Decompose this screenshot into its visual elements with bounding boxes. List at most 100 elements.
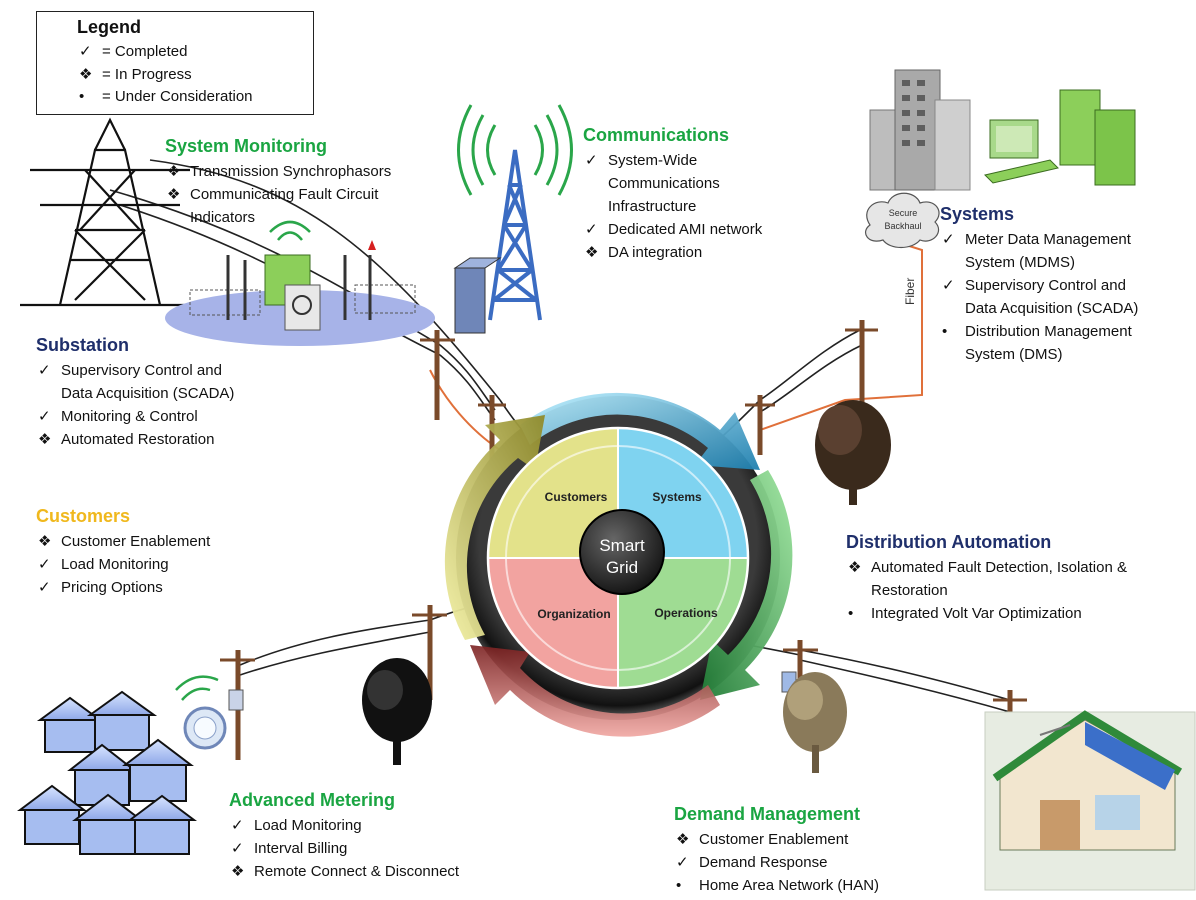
section-title: Distribution Automation xyxy=(846,532,1052,552)
list-item: ✓ Demand Response xyxy=(674,851,879,874)
list-item-text: Communicating Fault Circuit xyxy=(190,186,379,203)
check-icon: ✓ xyxy=(79,43,92,60)
section-system-monitoring: System Monitoring ❖ Transmission Synchroph… xyxy=(165,136,391,229)
check-icon: ✓ xyxy=(38,408,51,425)
diamond-icon: ❖ xyxy=(231,863,245,880)
list-item: ❖ Customer Enablement xyxy=(674,828,879,851)
green-home-icon xyxy=(984,710,1196,891)
section-title: System Monitoring xyxy=(165,136,328,156)
legend-title: Legend xyxy=(77,17,142,37)
legend-item: ✓= Completed xyxy=(77,41,313,64)
list-item-text: Meter Data Management xyxy=(965,231,1131,248)
list-item-text: Distribution Management xyxy=(965,323,1132,340)
list-item: ✓ Dedicated AMI network xyxy=(583,218,762,241)
list-item-text: Infrastructure xyxy=(608,198,697,215)
list-item-text: Home Area Network (HAN) xyxy=(699,877,880,894)
legend-text: = Under Consideration xyxy=(102,88,253,105)
list-item: ✓Pricing Options xyxy=(36,576,210,599)
list-item: ✓ Load Monitoring xyxy=(229,814,459,837)
list-item-text: Monitoring & Control xyxy=(61,408,198,425)
section-title: Substation xyxy=(36,335,129,355)
legend-box: Legend ✓= Completed ❖= In Progress • = Un… xyxy=(36,11,314,115)
list-item-text: Remote Connect & Disconnect xyxy=(254,863,460,880)
list-item-text: System-Wide xyxy=(608,152,698,169)
section-title: Customers xyxy=(36,506,131,526)
list-item-text: Integrated Volt Var Optimization xyxy=(871,605,1082,622)
quadrant-label-operations: Operations xyxy=(654,606,718,620)
tree-icon xyxy=(815,400,891,505)
section-title: Systems xyxy=(940,204,1015,224)
communications-tower-icon xyxy=(453,104,573,334)
quadrant-label-organization: Organization xyxy=(537,607,610,621)
list-item: ❖ Automated Restoration xyxy=(36,428,234,451)
check-icon: ✓ xyxy=(676,854,689,871)
list-item-text: DA integration xyxy=(608,244,703,261)
check-icon: ✓ xyxy=(231,817,244,834)
pole-crossarms xyxy=(220,328,1027,702)
list-item: • Integrated Volt Var Optimization xyxy=(846,602,1127,625)
list-item: ❖ Transmission Synchrophasors xyxy=(165,160,391,183)
section-distribution-automation: Distribution Automation ❖Automated Fault … xyxy=(846,532,1127,625)
houses-icon xyxy=(17,675,227,855)
check-icon: ✓ xyxy=(38,556,51,573)
section-title: Demand Management xyxy=(674,804,861,824)
legend-item: • = Under Consideration xyxy=(77,86,313,109)
list-item-text: Restoration xyxy=(871,582,948,599)
list-item-text: Transmission Synchrophasors xyxy=(190,163,392,180)
list-item-text: System (DMS) xyxy=(965,346,1063,363)
check-icon: ✓ xyxy=(38,362,51,379)
section-title: Advanced Metering xyxy=(229,790,396,810)
list-item-text: Dedicated AMI network xyxy=(608,221,763,238)
transmission-tower-icon xyxy=(20,117,200,307)
list-item-text: Indicators xyxy=(190,209,256,226)
bullet-icon: • xyxy=(676,877,682,894)
list-item-text: Supervisory Control and xyxy=(61,362,222,379)
diamond-icon: ❖ xyxy=(585,244,599,261)
list-item-text: Data Acquisition (SCADA) xyxy=(61,385,235,402)
list-item-text: Demand Response xyxy=(699,854,828,871)
bullet-icon: • xyxy=(79,88,85,105)
pole-device-icon xyxy=(228,689,244,711)
list-item-text: Automated Restoration xyxy=(61,431,215,448)
hub-label-line2: Grid xyxy=(606,558,638,577)
list-item-text: Pricing Options xyxy=(61,579,163,596)
list-item-text: Customer Enablement xyxy=(699,831,849,848)
legend-item: ❖= In Progress xyxy=(77,64,313,87)
list-item: ❖ DA integration xyxy=(583,241,762,264)
legend-text: = In Progress xyxy=(102,65,192,83)
tree-icon xyxy=(362,658,432,765)
list-item: ❖Customer Enablement xyxy=(36,530,210,553)
diamond-icon: ❖ xyxy=(167,186,181,203)
list-item: • Home Area Network (HAN) xyxy=(674,874,879,897)
smart-grid-wheel: Smart Grid Customers Systems Organizatio… xyxy=(444,392,793,737)
diamond-icon: ❖ xyxy=(676,831,690,848)
check-icon: ✓ xyxy=(585,221,598,238)
diamond-icon: ❖ xyxy=(38,431,52,448)
diamond-icon: ❖ xyxy=(167,163,181,180)
list-item: ✓Load Monitoring xyxy=(36,553,210,576)
list-item-text: Load Monitoring xyxy=(254,817,362,834)
list-item: ✓ Monitoring & Control xyxy=(36,405,234,428)
bullet-icon: • xyxy=(848,605,854,622)
list-item: ❖Automated Fault Detection, Isolation &R… xyxy=(846,556,1127,602)
cloud-icon: Secure Backhaul xyxy=(865,192,940,249)
section-demand-management: Demand Management ❖ Customer Enablement ✓ De… xyxy=(674,804,879,897)
check-icon: ✓ xyxy=(942,231,955,248)
quadrant-label-systems: Systems xyxy=(652,490,702,504)
list-item-text: Communications xyxy=(608,175,720,192)
diamond-icon: ❖ xyxy=(848,559,862,576)
section-advanced-metering: Advanced Metering✓Load Monitoring✓Interv… xyxy=(229,790,459,883)
cloud-label-line2: Backhaul xyxy=(884,221,921,231)
bullet-icon: • xyxy=(942,323,948,340)
list-item-text: Supervisory Control and xyxy=(965,277,1126,294)
cloud-label-line1: Secure xyxy=(889,208,918,218)
tree-icon xyxy=(783,672,847,773)
